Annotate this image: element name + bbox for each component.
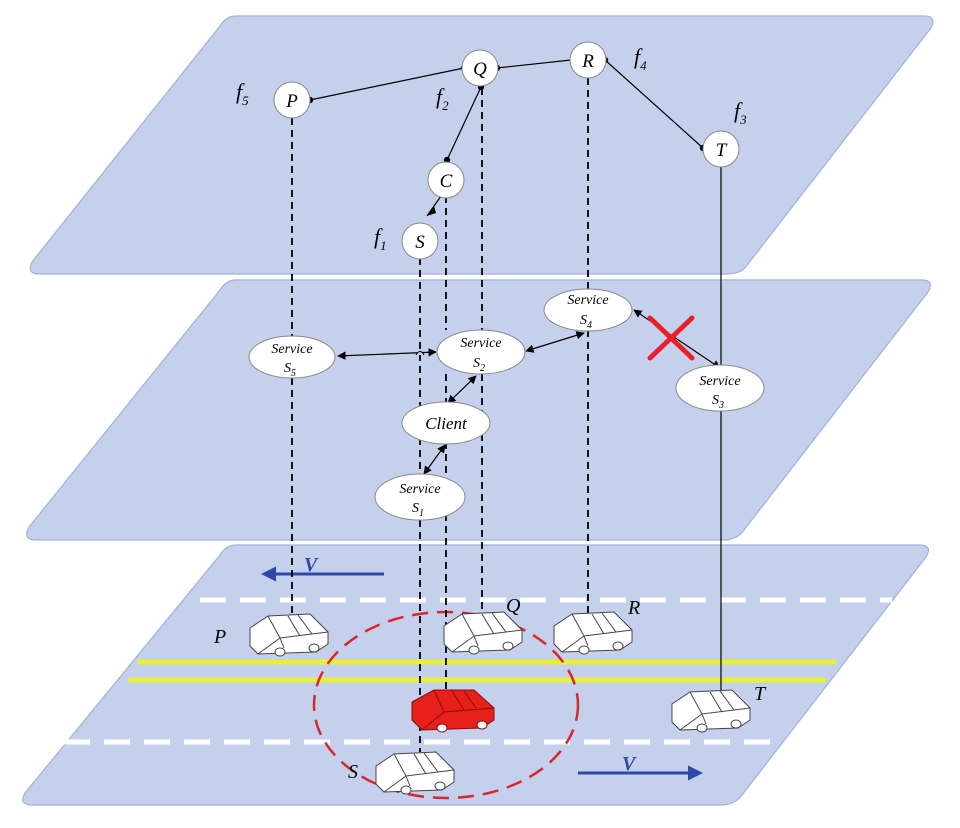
svg-text:S1: S1	[412, 501, 424, 519]
function-label-f5: f5	[236, 79, 249, 108]
road-plane	[22, 544, 930, 806]
overlay-edges	[309, 59, 704, 217]
node-t: T	[702, 130, 740, 168]
node-q: Q	[461, 49, 499, 87]
service-s1: Service S1	[374, 473, 466, 521]
svg-text:S4: S4	[580, 313, 592, 331]
svg-text:f2: f2	[436, 84, 449, 113]
node-s: S	[401, 222, 439, 260]
vehicle-label-s: S	[348, 761, 358, 783]
vehicle-s	[375, 751, 455, 795]
client-vehicle	[411, 689, 495, 733]
svg-text:Service: Service	[399, 482, 440, 497]
service-s2: Service S2	[436, 329, 526, 375]
crossover-hop	[415, 351, 425, 356]
svg-text:S: S	[415, 232, 425, 253]
vehicle-label-r: R	[627, 597, 640, 619]
velocity-label-right: V	[622, 753, 637, 775]
vehicle-r	[553, 611, 633, 655]
top-plane	[29, 15, 934, 275]
function-label-f3: f3	[734, 98, 747, 127]
svg-text:S3: S3	[712, 393, 724, 411]
service-s3: Service S3	[675, 364, 765, 412]
velocity-label-left: V	[304, 554, 319, 576]
vehicle-label-q: Q	[506, 595, 521, 617]
service-s5: Service S5	[248, 335, 336, 379]
svg-text:R: R	[581, 51, 594, 72]
node-c: C	[427, 161, 465, 199]
svg-text:S5: S5	[284, 361, 296, 379]
function-label-f2: f2	[436, 84, 449, 113]
node-p: P	[273, 81, 311, 119]
svg-text:C: C	[440, 171, 453, 192]
svg-text:f1: f1	[374, 224, 387, 253]
vehicle-q	[443, 611, 523, 655]
vehicle-t	[671, 689, 751, 733]
vehicle-label-t: T	[754, 683, 767, 705]
function-label-f1: f1	[374, 224, 387, 253]
function-label-f4: f4	[634, 44, 647, 73]
svg-text:Service: Service	[699, 374, 740, 389]
svg-text:f3: f3	[734, 98, 747, 127]
client-node: Client	[401, 401, 491, 445]
svg-text:f5: f5	[236, 79, 249, 108]
vehicle-p	[249, 613, 329, 657]
svg-text:P: P	[285, 91, 298, 112]
svg-text:Service: Service	[271, 342, 312, 357]
broken-link-cross	[647, 315, 695, 361]
svg-text:Service: Service	[567, 293, 608, 308]
service-s4: Service S4	[543, 288, 633, 332]
node-r: R	[569, 41, 607, 79]
svg-text:Client: Client	[425, 414, 468, 433]
vehicle-label-p: P	[213, 626, 226, 648]
svg-text:f4: f4	[634, 44, 647, 73]
svg-text:Service: Service	[460, 336, 501, 351]
svg-text:T: T	[716, 140, 728, 161]
c-to-s-arrowhead	[427, 206, 436, 216]
svg-text:S2: S2	[473, 356, 485, 374]
svg-text:Q: Q	[473, 59, 487, 80]
